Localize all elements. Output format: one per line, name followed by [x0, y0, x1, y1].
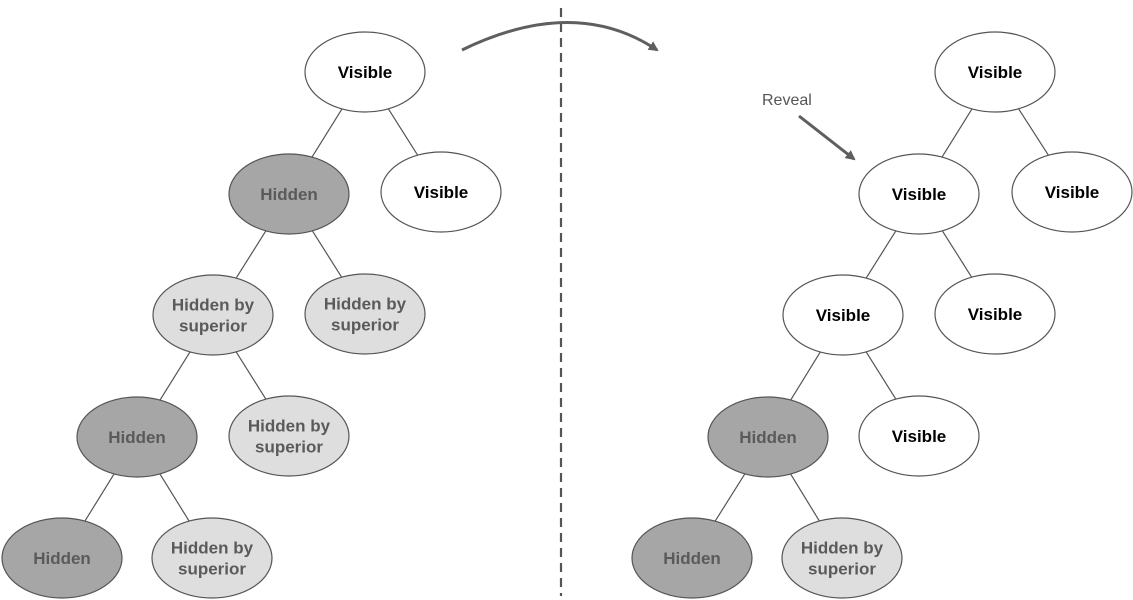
node-shape	[76, 396, 198, 478]
node-shape	[151, 517, 273, 599]
node-label: Hidden	[663, 549, 721, 568]
node-label: superior	[331, 316, 399, 335]
tree-edge	[84, 473, 115, 522]
node-label: Visible	[968, 63, 1023, 82]
tree-edge	[235, 230, 267, 279]
tree-node-superior: Hidden by superior	[152, 274, 274, 356]
tree-node-hidden: Hidden	[631, 517, 753, 599]
tree-node-hidden: Hidden	[1, 517, 123, 599]
tree-edge	[159, 351, 191, 401]
tree-node-superior: Hidden by superior	[304, 273, 426, 355]
tree-node-visible: Visible	[934, 31, 1056, 113]
tree-edge	[1018, 108, 1049, 156]
node-label: Visible	[338, 63, 393, 82]
node-label: Hidden	[739, 428, 797, 447]
node-label: Visible	[816, 306, 871, 325]
tree-edge	[159, 473, 190, 522]
node-label: superior	[255, 438, 323, 457]
tree-node-visible: Visible	[304, 31, 426, 113]
tree-edge	[311, 108, 343, 158]
node-shape	[228, 395, 350, 477]
tree-node-hidden: Hidden	[228, 153, 350, 235]
node-label: superior	[178, 560, 246, 579]
tree-node-visible: Visible	[858, 153, 980, 235]
tree-edge	[865, 351, 897, 400]
node-label: Hidden	[108, 428, 166, 447]
node-label: Visible	[892, 427, 947, 446]
node-shape	[934, 273, 1056, 355]
tree-node-superior: Hidden by superior	[781, 517, 903, 599]
after-tree-edges	[714, 108, 1049, 522]
tree-node-superior: Hidden by superior	[228, 395, 350, 477]
node-label: superior	[179, 317, 247, 336]
tree-edge	[311, 230, 343, 278]
tree-node-superior: Hidden by superior	[151, 517, 273, 599]
node-label: Hidden by	[324, 295, 407, 314]
reveal-label: Reveal	[762, 92, 812, 109]
reveal-arrow	[798, 114, 856, 161]
tree-node-visible: Visible	[934, 273, 1056, 355]
node-label: Hidden by	[171, 539, 254, 558]
tree-edge	[790, 351, 821, 401]
tree-edge	[235, 351, 267, 400]
tree-edge	[941, 230, 973, 278]
node-shape	[1, 517, 123, 599]
node-shape	[380, 151, 502, 233]
node-label: superior	[808, 560, 876, 579]
node-shape	[707, 396, 829, 478]
node-shape	[858, 395, 980, 477]
node-shape	[228, 153, 350, 235]
tree-node-visible: Visible	[782, 274, 904, 356]
node-shape	[1011, 151, 1133, 233]
node-label: Hidden	[260, 185, 318, 204]
node-shape	[858, 153, 980, 235]
tree-node-hidden: Hidden	[707, 396, 829, 478]
node-label: Hidden	[33, 549, 91, 568]
tree-node-visible: Visible	[858, 395, 980, 477]
tree-edge	[714, 473, 746, 522]
node-label: Hidden by	[801, 539, 884, 558]
transition-arrow	[461, 21, 659, 52]
node-shape	[304, 31, 426, 113]
node-shape	[934, 31, 1056, 113]
node-shape	[782, 274, 904, 356]
tree-edge	[865, 230, 897, 279]
node-shape	[152, 274, 274, 356]
node-label: Visible	[1045, 183, 1100, 202]
node-label: Hidden by	[172, 296, 255, 315]
before-tree-edges	[84, 108, 419, 522]
node-label: Hidden by	[248, 417, 331, 436]
node-label: Visible	[968, 305, 1023, 324]
tree-edge	[387, 108, 419, 156]
tree-node-visible: Visible	[380, 151, 502, 233]
tree-edge	[790, 473, 820, 522]
node-label: Visible	[892, 185, 947, 204]
tree-node-visible: Visible	[1011, 151, 1133, 233]
tree-node-hidden: Hidden	[76, 396, 198, 478]
node-shape	[631, 517, 753, 599]
node-label: Visible	[414, 183, 469, 202]
node-shape	[304, 273, 426, 355]
tree-edge	[941, 108, 973, 158]
node-shape	[781, 517, 903, 599]
